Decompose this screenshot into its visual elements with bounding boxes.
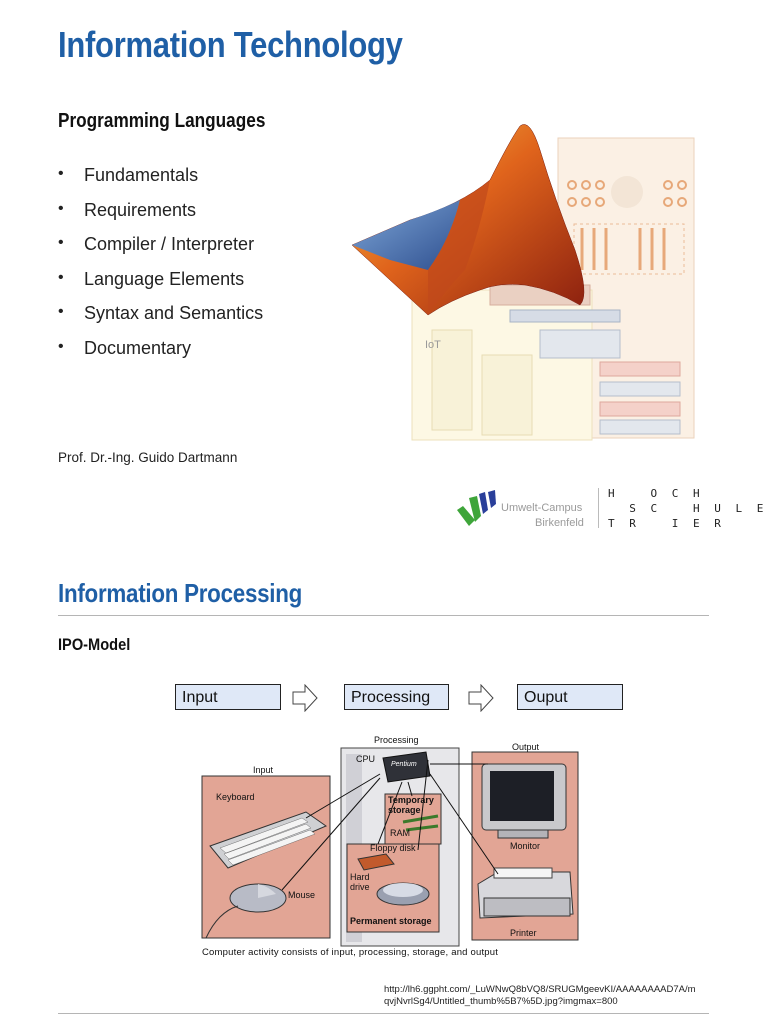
- figure-monitor-label: Monitor: [510, 841, 541, 851]
- computer-activity-figure: Processing Input Output CPU Pentium Keyb…: [198, 734, 583, 962]
- figure-floppy-label: Floppy disk: [370, 843, 416, 853]
- iot-label: IoT: [425, 339, 441, 351]
- campus-line-1: Umwelt-Campus: [501, 502, 583, 514]
- circuit-board: [411, 137, 695, 441]
- source-url-line-2[interactable]: qvjNvrlSg4/Untitled_thumb%5B7%5D.jpg?img…: [384, 996, 618, 1007]
- figure-keyboard-label: Keyboard: [216, 792, 255, 802]
- figure-printer-label: Printer: [510, 928, 537, 938]
- topic-item: Language Elements: [58, 269, 358, 304]
- university-logo: Umwelt-Campus Birkenfeld H O C H S C H U…: [455, 486, 763, 530]
- figure-temporary-storage-label: Temporary storage: [388, 795, 434, 815]
- arrow-right-icon: [292, 684, 318, 712]
- author-name: Prof. Dr.-Ing. Guido Dartmann: [58, 450, 238, 465]
- logo-divider: [598, 488, 599, 528]
- topic-list: Fundamentals Requirements Compiler / Int…: [58, 165, 358, 373]
- ipo-output-box: Ouput: [517, 684, 623, 710]
- figure-cpu-label: CPU: [356, 754, 376, 764]
- keyboard-illustration: [209, 811, 328, 869]
- hs-line-1: H O C H: [608, 487, 704, 500]
- figure-permanent-storage-label: Permanent storage: [350, 916, 432, 926]
- topic-item: Documentary: [58, 338, 358, 373]
- bottom-rule: [58, 1013, 709, 1014]
- figure-input-title: Input: [253, 765, 274, 775]
- campus-line-2: Birkenfeld: [535, 517, 584, 529]
- section-title: Information Processing: [58, 578, 303, 608]
- topic-item: Syntax and Semantics: [58, 303, 358, 338]
- slide-subtitle: Programming Languages: [58, 110, 266, 132]
- figure-output-title: Output: [512, 742, 540, 752]
- ipo-processing-box: Processing: [344, 684, 449, 710]
- figure-pentium-label: Pentium: [391, 761, 417, 768]
- topic-item: Fundamentals: [58, 165, 358, 200]
- logo-mark-icon: [457, 490, 496, 526]
- title-rule: [58, 615, 709, 616]
- hs-line-3: T R I E R: [608, 517, 725, 530]
- source-url-line-1[interactable]: http://lh6.ggpht.com/_LuWNwQ8bVQ8/SRUGMg…: [384, 984, 696, 995]
- figure-ram-label: RAM: [390, 828, 410, 838]
- matlab-membrane-image: IoT: [351, 124, 695, 441]
- figure-hard-drive-label: Hard drive: [350, 872, 370, 892]
- slide-title: Information Technology: [58, 24, 403, 65]
- figure-processing-title: Processing: [374, 735, 419, 745]
- topic-item: Compiler / Interpreter: [58, 234, 358, 269]
- figure-mouse-label: Mouse: [288, 890, 316, 900]
- ipo-input-box: Input: [175, 684, 281, 710]
- section-subtitle: IPO-Model: [58, 635, 131, 654]
- figure-caption: Computer activity consists of input, pro…: [202, 947, 499, 958]
- topic-item: Requirements: [58, 200, 358, 235]
- hs-line-2: S C H U L E: [608, 502, 768, 515]
- arrow-right-icon: [468, 684, 494, 712]
